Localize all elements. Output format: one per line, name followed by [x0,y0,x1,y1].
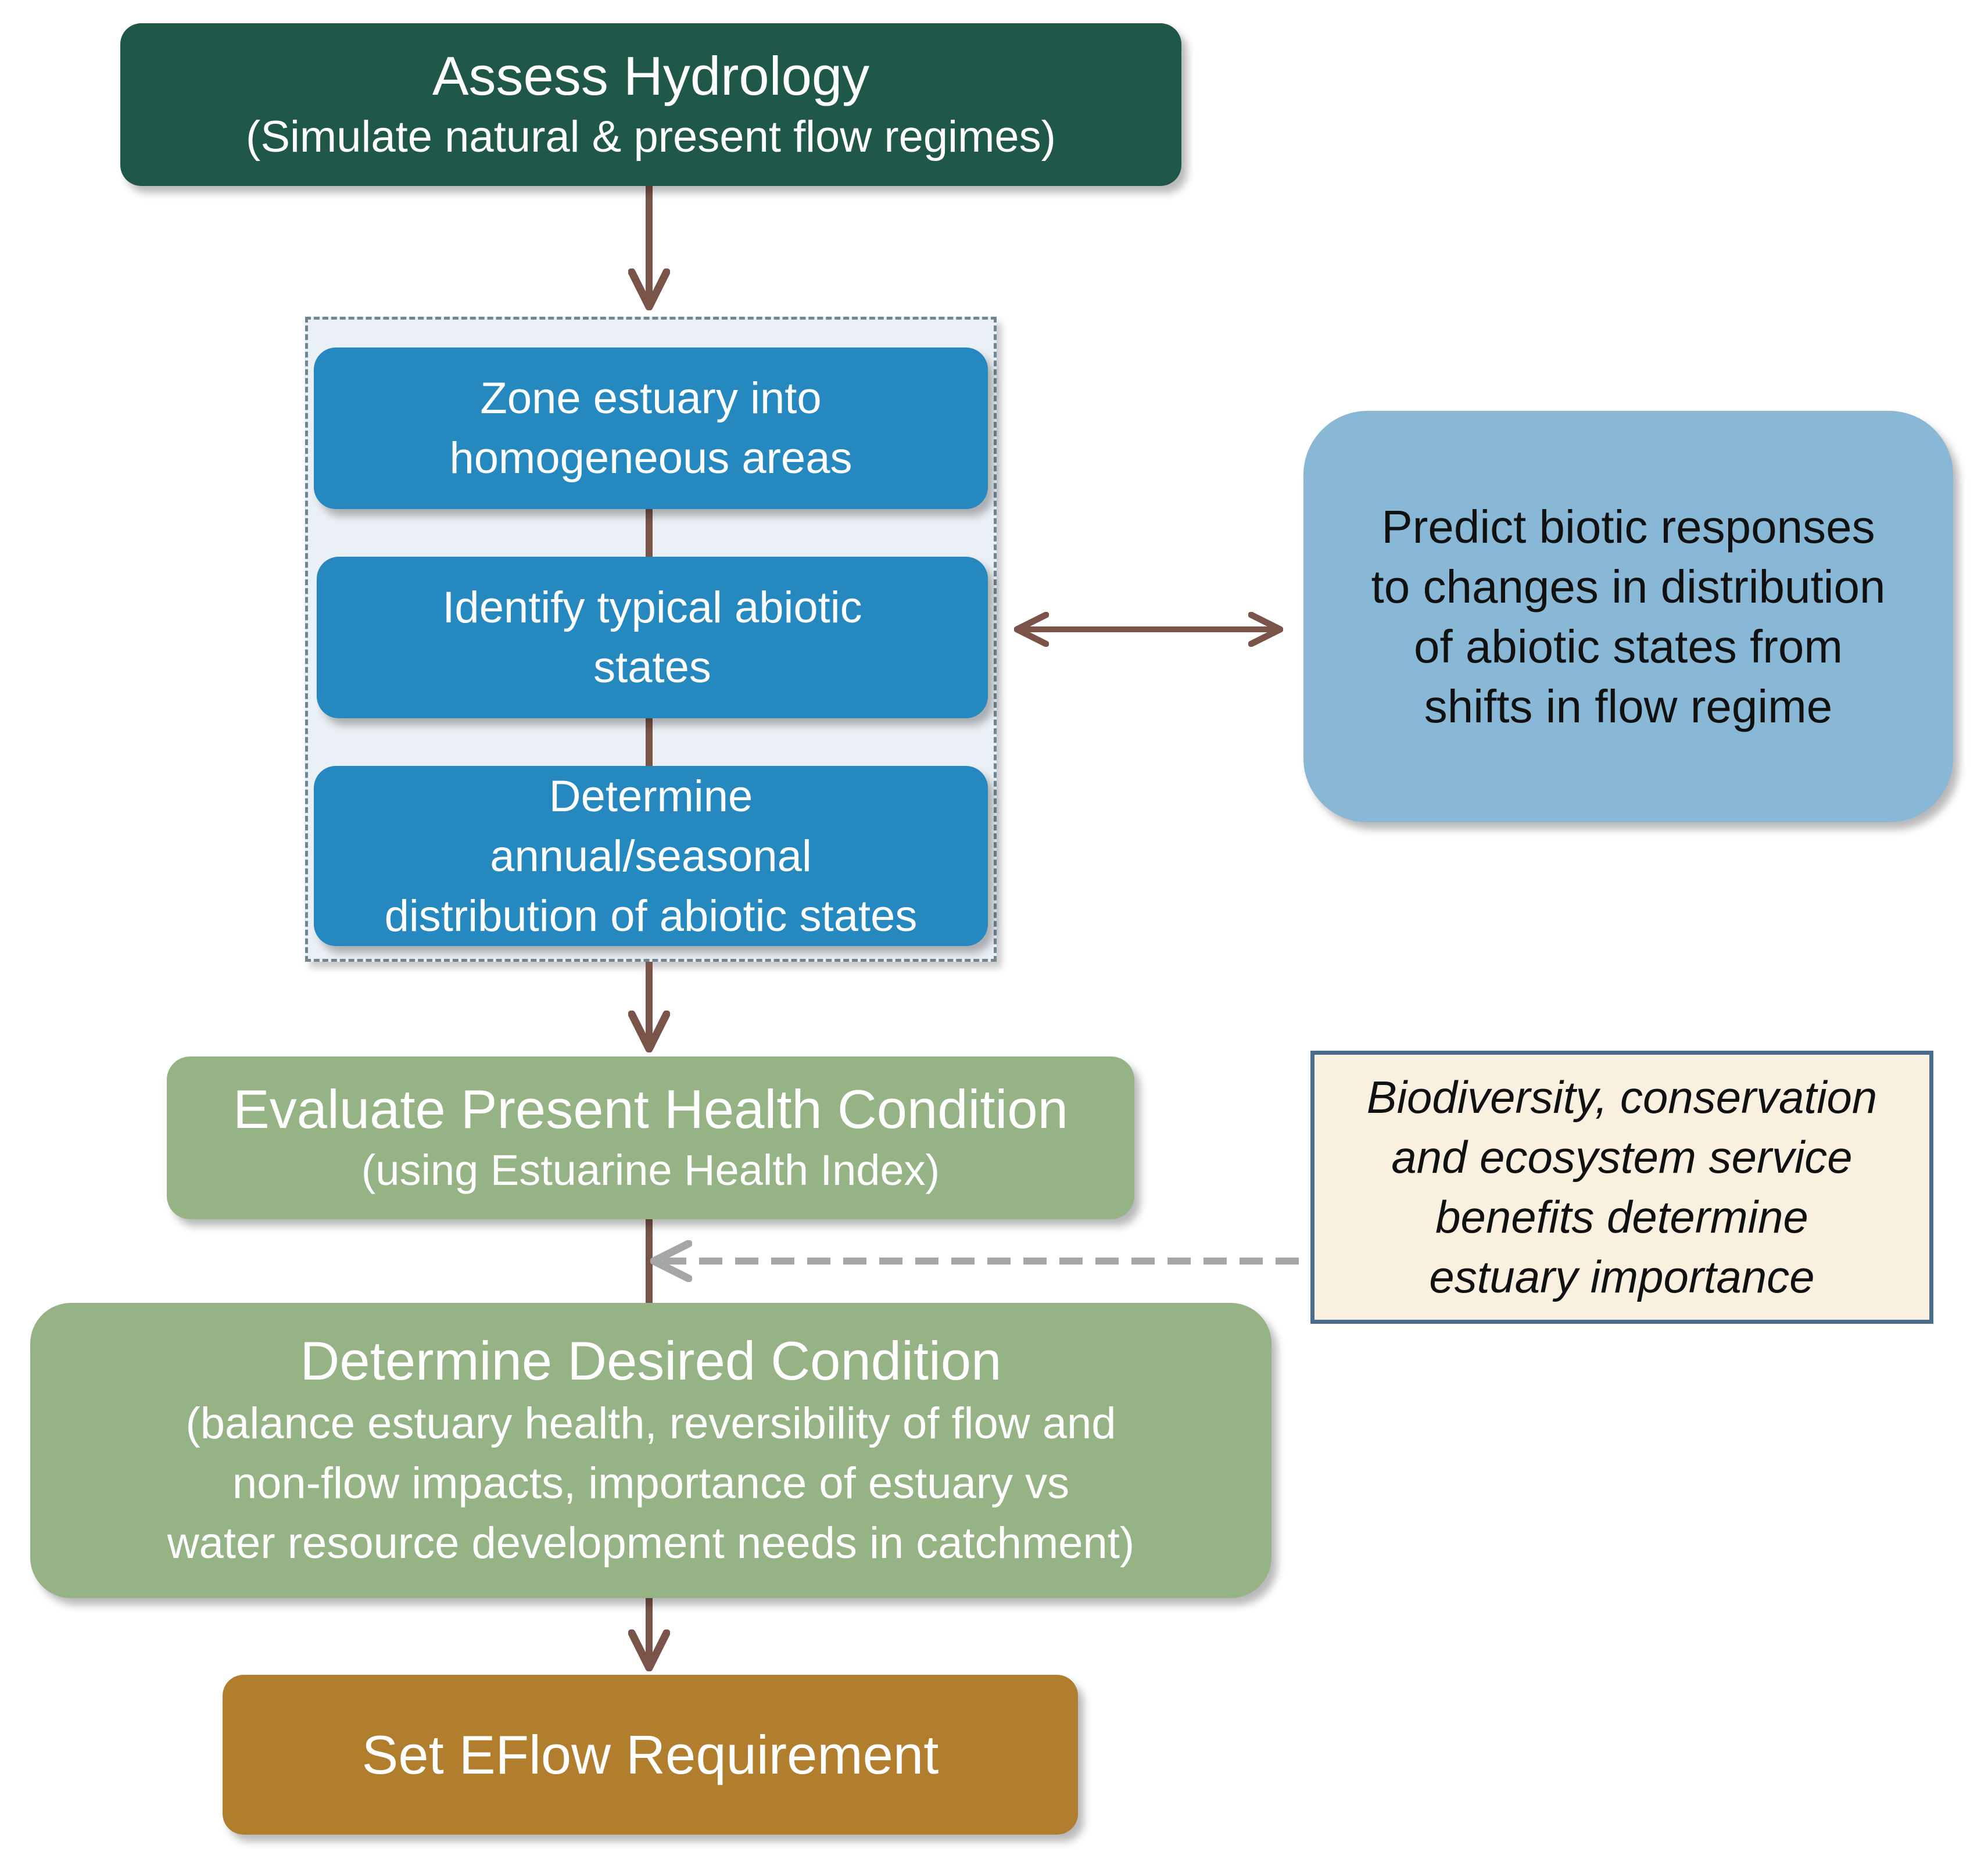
importance-line-3: benefits determine [1435,1191,1808,1242]
desired-condition-box: Determine Desired Condition (balance est… [30,1303,1271,1598]
evaluate-title: Evaluate Present Health Condition [233,1079,1068,1140]
predict-line-1: Predict biotic responses [1381,501,1875,553]
assess-subtitle: (Simulate natural & present flow regimes… [246,112,1056,162]
eflow-requirement-box: Set EFlow Requirement [223,1675,1078,1835]
determine-distribution-box: Determine annual/seasonal distribution o… [314,766,988,946]
desired-title: Determine Desired Condition [300,1330,1002,1391]
determine-line-2: annual/seasonal [490,831,812,881]
identify-line-1: Identify typical abiotic [442,583,862,632]
evaluate-health-box: Evaluate Present Health Condition (using… [167,1056,1134,1219]
importance-line-4: estuary importance [1429,1251,1815,1302]
predict-line-2: to changes in distribution [1371,561,1886,613]
zone-line-2: homogeneous areas [449,434,852,483]
evaluate-subtitle: (using Estuarine Health Index) [361,1146,940,1194]
predict-line-3: of abiotic states from [1413,621,1843,672]
zone-estuary-box: Zone estuary into homogeneous areas [314,348,988,509]
desired-line-2: non-flow impacts, importance of estuary … [232,1458,1070,1508]
predict-biotic-box: Predict biotic responses to changes in d… [1303,411,1953,822]
desired-line-3: water resource development needs in catc… [167,1518,1135,1568]
determine-line-1: Determine [549,771,753,821]
determine-line-3: distribution of abiotic states [384,891,918,941]
importance-line-2: and ecosystem service [1391,1131,1853,1183]
identify-abiotic-box: Identify typical abiotic states [317,557,988,718]
desired-line-1: (balance estuary health, reversibility o… [185,1398,1116,1448]
zone-line-1: Zone estuary into [480,374,822,423]
eflow-title: Set EFlow Requirement [361,1724,939,1785]
importance-line-1: Biodiversity, conservation [1366,1072,1878,1123]
predict-line-4: shifts in flow regime [1424,681,1833,732]
assess-title: Assess Hydrology [432,45,870,106]
estuary-importance-box: Biodiversity, conservation and ecosystem… [1310,1051,1933,1324]
identify-line-2: states [593,643,711,692]
assess-hydrology-box: Assess Hydrology (Simulate natural & pre… [120,23,1181,186]
